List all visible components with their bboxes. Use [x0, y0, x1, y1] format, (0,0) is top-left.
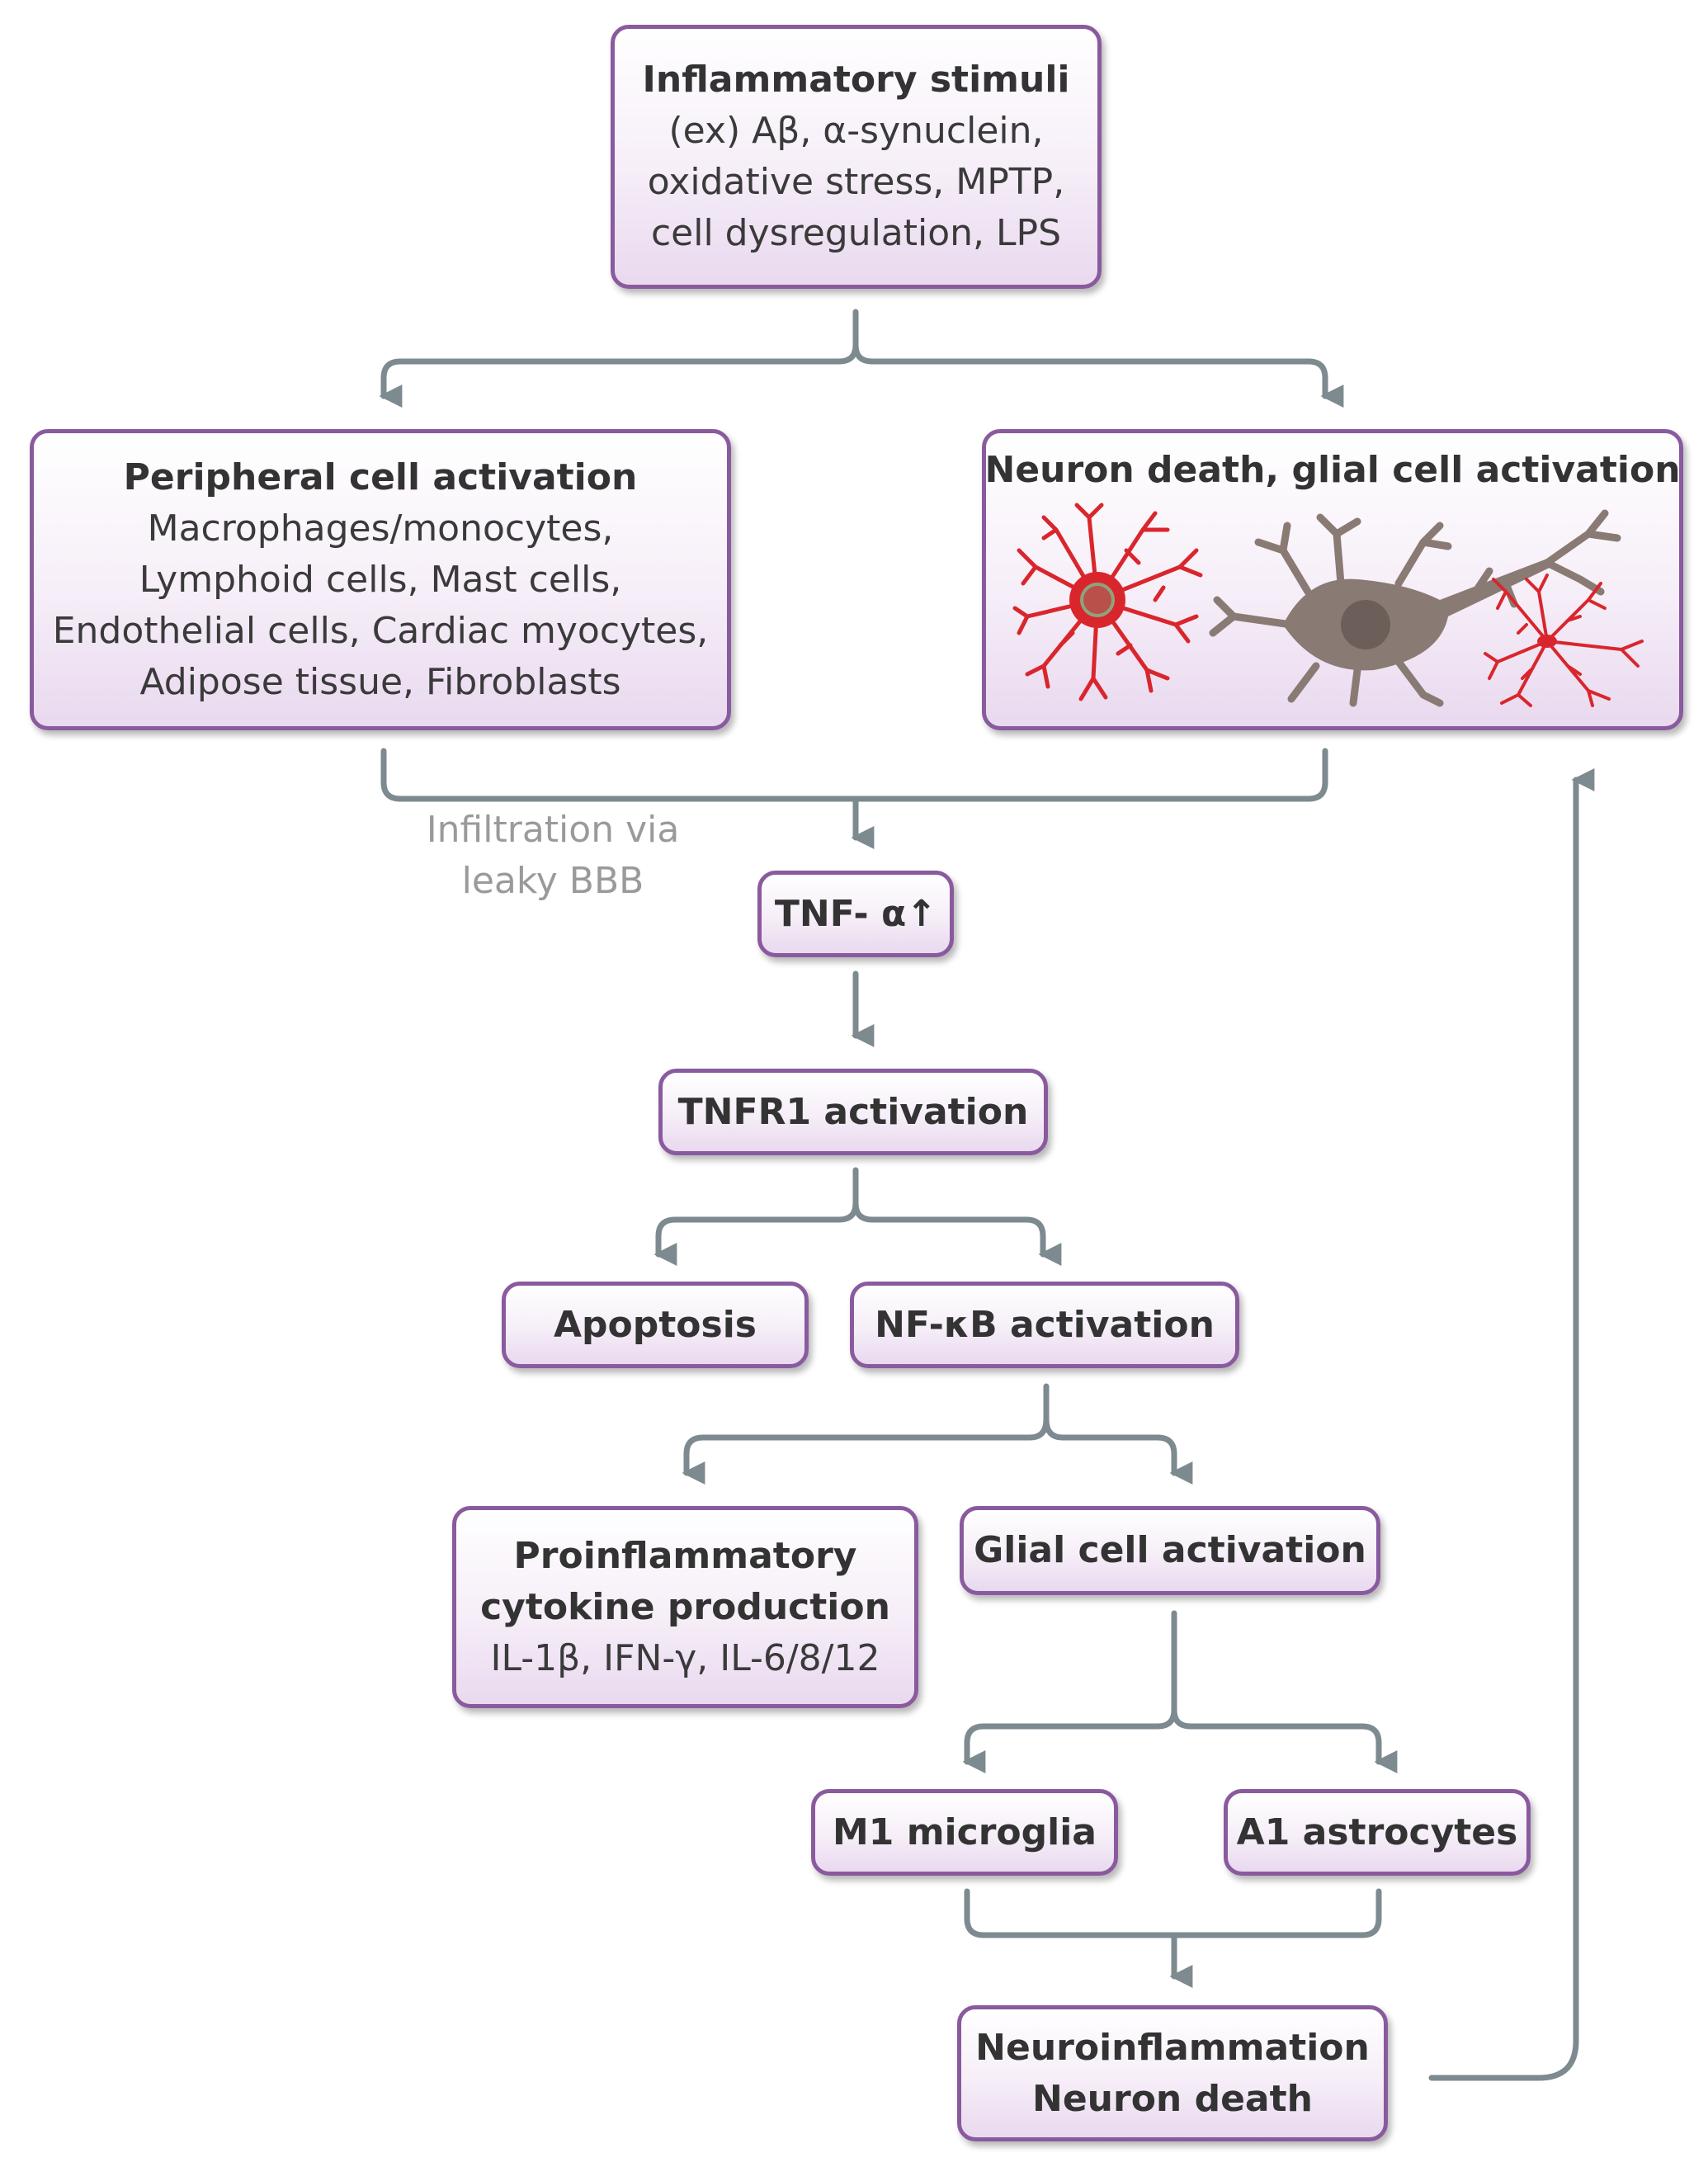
inflammatory-stimuli-box: Inflammatory stimuli (ex) Aβ, α-synuclei…	[611, 25, 1102, 289]
peripheral-line-1: Macrophages/monocytes,	[147, 507, 614, 550]
m1-microglia-label: M1 microglia	[832, 1811, 1097, 1853]
outcome-line-1: Neuroinflammation	[975, 2026, 1370, 2069]
glial-activation-box: Glial cell activation	[960, 1506, 1380, 1595]
tnf-alpha-label: TNF- α↑	[774, 892, 937, 935]
cytokine-title-line-1: Proinflammatory	[513, 1534, 857, 1577]
cytokine-production-box: Proinflammatory cytokine production IL-1…	[452, 1506, 918, 1708]
split-glial-connector	[962, 1610, 1177, 1773]
nfkb-activation-label: NF-κB activation	[875, 1303, 1215, 1346]
split-stimuli-connector	[379, 309, 859, 408]
stimuli-line-1: (ex) Aβ, α-synuclein,	[668, 110, 1044, 152]
nfkb-activation-box: NF-κB activation	[850, 1282, 1239, 1368]
apoptosis-label: Apoptosis	[554, 1303, 757, 1346]
a1-astrocytes-box: A1 astrocytes	[1224, 1789, 1531, 1876]
split-nfkb-connector	[682, 1383, 1050, 1485]
neuron-glial-box: Neuron death, glial cell activation	[982, 429, 1683, 730]
outcome-line-2: Neuron death	[1032, 2077, 1313, 2120]
infiltration-note: Infiltration via leaky BBB	[388, 805, 718, 907]
glial-activation-label: Glial cell activation	[974, 1529, 1366, 1571]
inflammatory-stimuli-title: Inflammatory stimuli	[642, 59, 1070, 101]
apoptosis-box: Apoptosis	[502, 1282, 809, 1368]
infiltration-note-line-2: leaky BBB	[461, 860, 644, 902]
split-stimuli-connector-right	[852, 342, 1344, 408]
feedback-loop-arrow	[1428, 768, 1595, 2081]
microglia-illustration	[1484, 574, 1644, 707]
stimuli-line-3: cell dysregulation, LPS	[650, 212, 1062, 254]
tnf-alpha-box: TNF- α↑	[757, 871, 954, 957]
tnfr1-activation-box: TNFR1 activation	[658, 1069, 1048, 1155]
split-tnfr1-connector-right	[852, 1200, 1062, 1266]
infiltration-note-line-1: Infiltration via	[426, 809, 680, 851]
merge-to-tnf-connector	[380, 748, 1328, 802]
m1-microglia-box: M1 microglia	[811, 1789, 1118, 1876]
neuroinflammation-outcome-box: Neuroinflammation Neuron death	[957, 2005, 1388, 2141]
stimuli-line-2: oxidative stress, MPTP,	[647, 161, 1065, 203]
split-glial-connector-right	[1171, 1707, 1398, 1773]
a1-astrocytes-label: A1 astrocytes	[1236, 1811, 1518, 1853]
cytokine-title-line-2: cytokine production	[480, 1585, 890, 1628]
glial-neuron-illustration	[1012, 503, 1644, 707]
peripheral-line-4: Adipose tissue, Fibroblasts	[139, 660, 621, 703]
split-tnfr1-connector	[653, 1167, 859, 1266]
split-nfkb-connector-right	[1043, 1416, 1193, 1485]
cytokine-detail: IL-1β, IFN-γ, IL-6/8/12	[490, 1636, 880, 1679]
peripheral-activation-box: Peripheral cell activation Macrophages/m…	[30, 429, 731, 730]
merge-to-outcome-connector	[964, 1888, 1382, 1938]
peripheral-line-3: Endothelial cells, Cardiac myocytes,	[52, 609, 709, 652]
tnfr1-activation-label: TNFR1 activation	[677, 1090, 1029, 1133]
peripheral-activation-title: Peripheral cell activation	[123, 456, 638, 498]
astrocyte-illustration	[1012, 503, 1203, 701]
peripheral-line-2: Lymphoid cells, Mast cells,	[139, 558, 622, 601]
neuron-glial-title: Neuron death, glial cell activation	[984, 449, 1681, 491]
neuron-illustration	[1209, 509, 1621, 707]
